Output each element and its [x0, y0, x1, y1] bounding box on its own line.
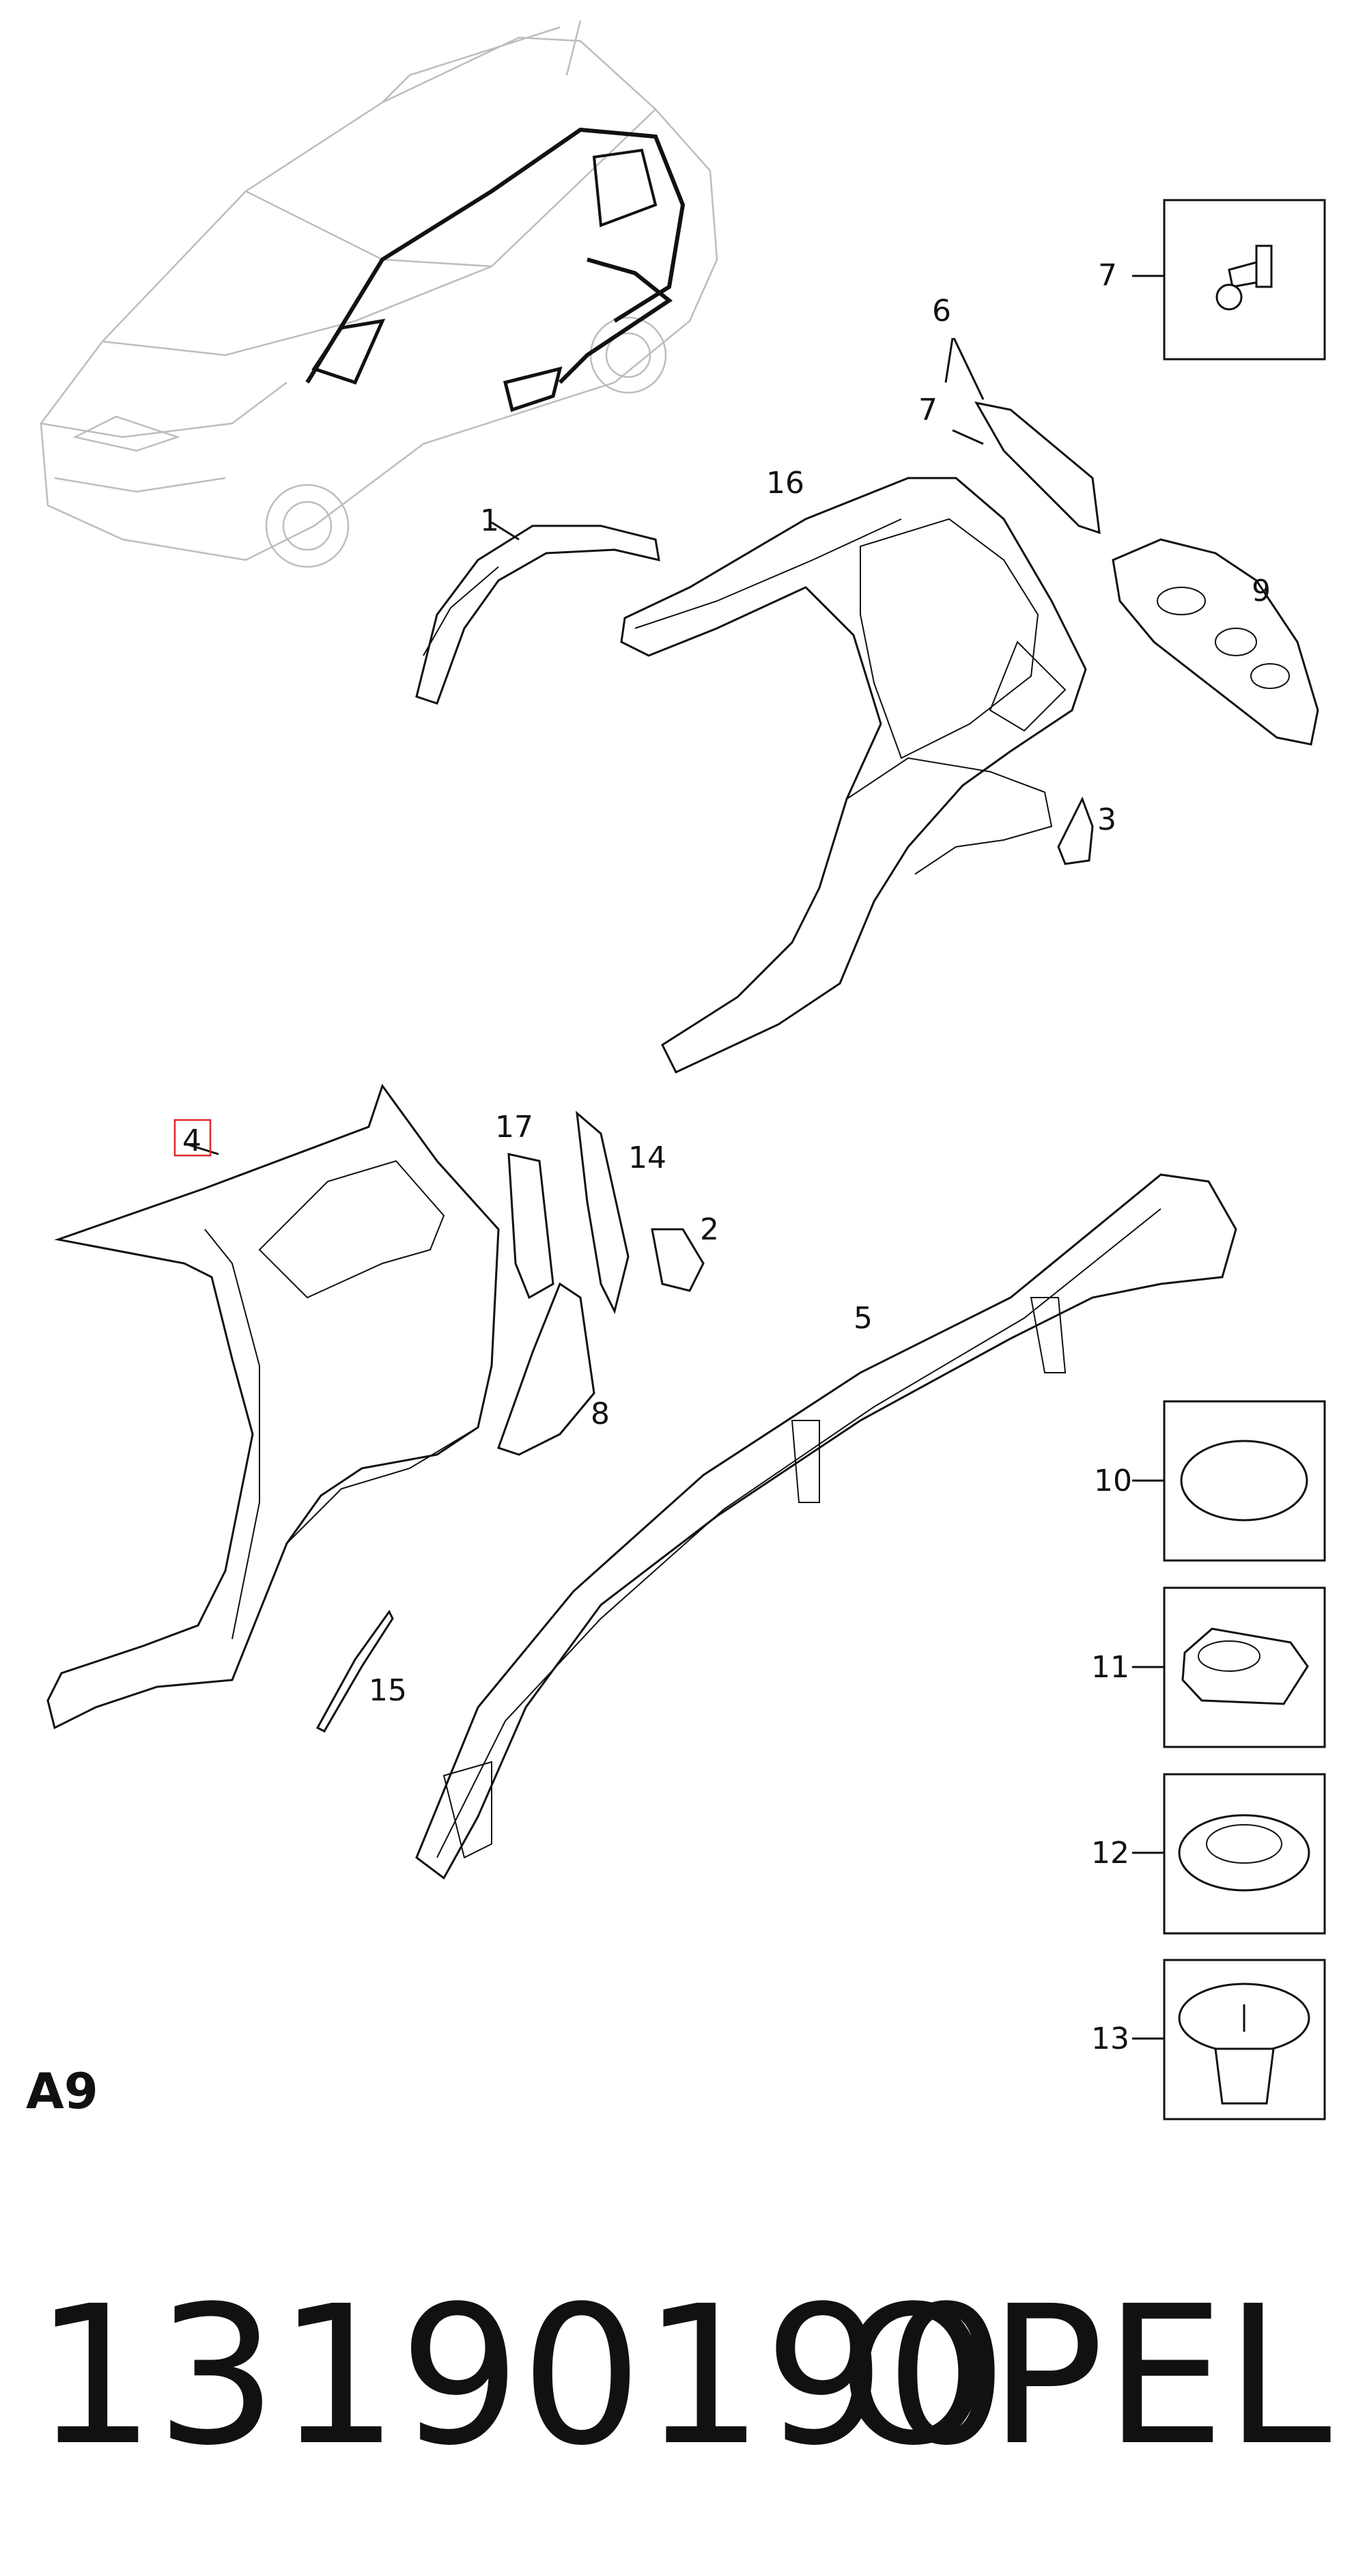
detail-box-11 [1132, 1586, 1326, 1748]
callout-11: 11 [1091, 1650, 1129, 1685]
callout-5: 5 [854, 1301, 873, 1336]
part-17-bracket [507, 1153, 554, 1300]
vehicle-overview [40, 20, 718, 568]
callout-9: 9 [1252, 574, 1271, 608]
part-2-bracket [651, 1228, 705, 1292]
callout-3: 3 [1097, 802, 1116, 837]
brand-name: OPEL [838, 2265, 1332, 2488]
detail-box-12 [1132, 1773, 1326, 1935]
part-15-strip [315, 1610, 394, 1733]
detail-box-7 [1132, 199, 1326, 361]
part-5-roof-rail [415, 1173, 1237, 1880]
footer: 13190190 OPEL [0, 2254, 1352, 2500]
detail-box-10 [1132, 1400, 1326, 1562]
part-8-bracket [497, 1282, 595, 1456]
callout-1: 1 [480, 503, 499, 538]
callout-4: 4 [182, 1123, 201, 1158]
section-code: A9 [26, 2062, 98, 2120]
detail-box-13 [1132, 1959, 1326, 2120]
callout-13: 13 [1091, 2021, 1129, 2056]
part-4-outer-side-panel [46, 1083, 500, 1730]
part-number: 13190190 [34, 2265, 1008, 2488]
callout-15: 15 [369, 1673, 407, 1708]
callout-6: 6 [932, 294, 951, 328]
parts-diagram: 1 2 3 4 5 6 7 7 8 9 10 11 12 13 14 15 16… [40, 20, 1326, 2120]
part-1-wheelarch [415, 521, 660, 705]
callout-2: 2 [700, 1212, 719, 1247]
part-3-bracket [1057, 796, 1094, 865]
callout-7-box: 7 [1098, 258, 1117, 293]
callout-12: 12 [1091, 1836, 1129, 1871]
callout-7-small: 7 [918, 393, 938, 428]
callout-16: 16 [766, 466, 804, 501]
part-9-quarter-inner [1112, 538, 1319, 746]
callout-8: 8 [591, 1397, 610, 1431]
callout-10: 10 [1094, 1464, 1132, 1498]
callout-14: 14 [628, 1140, 666, 1175]
part-14-bracket [576, 1110, 630, 1315]
part-6-strip [944, 337, 1101, 535]
callout-17: 17 [495, 1110, 533, 1145]
part-16-inner-panel [620, 477, 1087, 1074]
highlight-box-4 [173, 1119, 212, 1157]
callout-labels: 1 2 3 4 5 6 7 7 8 9 10 11 12 13 14 15 16… [182, 258, 1271, 2056]
